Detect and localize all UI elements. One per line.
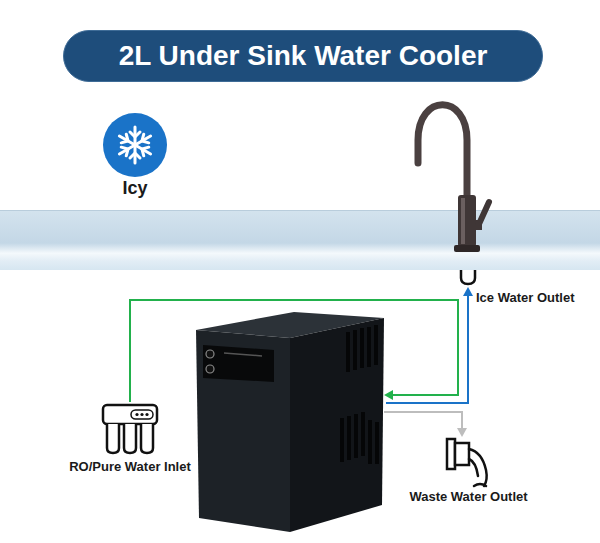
cooler-side [290, 318, 384, 532]
icon-circle [103, 113, 167, 177]
node-label: Icy [120, 178, 149, 199]
drain-icon [447, 439, 487, 486]
snowflake-icon [103, 113, 167, 177]
faucet-highlight [461, 198, 465, 244]
icon-node: Waste Water Outlet [403, 436, 534, 505]
cold-line [386, 295, 468, 403]
arrowhead [384, 390, 393, 400]
button [206, 365, 214, 373]
faucet-spout [418, 105, 467, 198]
countertop-edge [0, 210, 600, 211]
countertop-band [0, 210, 600, 270]
faucet-body [458, 195, 476, 247]
icon-node: Icy [100, 110, 170, 199]
arrowhead [463, 287, 473, 296]
faucet [418, 105, 489, 284]
outlet-label: Ice Water Outlet [474, 290, 576, 305]
filter-icon [103, 405, 157, 453]
title: 2L Under Sink Water Cooler [119, 40, 488, 72]
faucet-flange [454, 245, 480, 252]
button [206, 350, 214, 358]
icon-node: RO/Pure Water Inlet [63, 402, 197, 475]
snowflake [117, 127, 153, 163]
node-label: Waste Water Outlet [407, 489, 529, 504]
display [224, 353, 262, 356]
control-panel [203, 345, 274, 382]
vents [340, 325, 379, 464]
filter-dots [135, 413, 148, 416]
faucet-handle-base [476, 220, 482, 230]
arrowhead [457, 428, 467, 437]
title-banner: 2L Under Sink Water Cooler [63, 30, 543, 82]
cooler-front [196, 330, 290, 532]
waste-line [384, 412, 462, 430]
outlet-fitting [461, 270, 475, 284]
node-label: RO/Pure Water Inlet [67, 459, 193, 474]
cooler-unit [196, 312, 384, 532]
